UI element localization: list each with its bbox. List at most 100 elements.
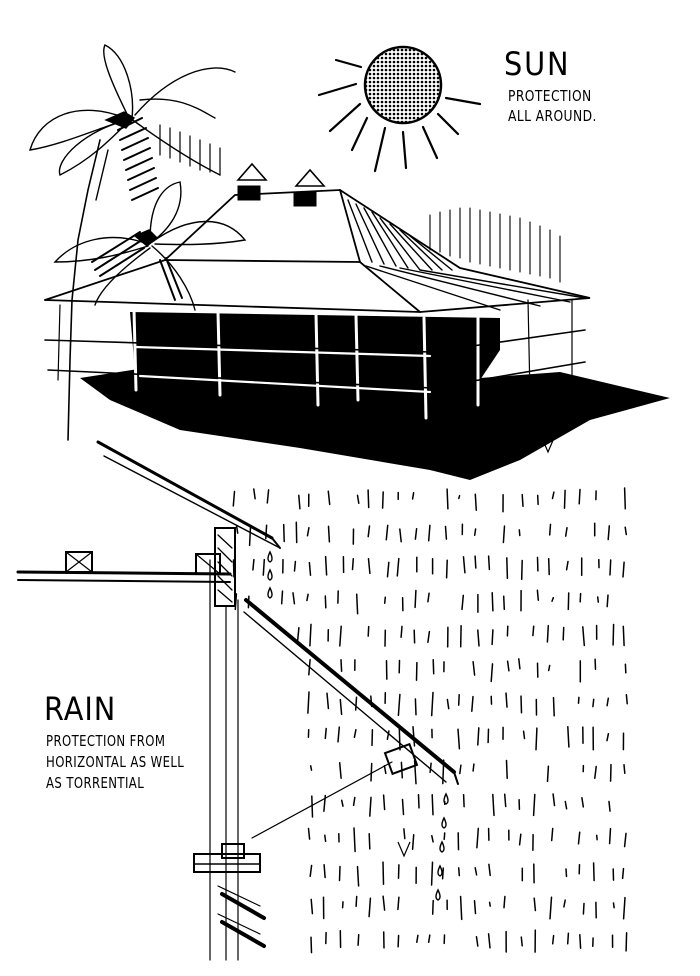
sun-title: SUN bbox=[504, 45, 571, 83]
rain-streak bbox=[577, 831, 581, 845]
rain-streak bbox=[551, 491, 555, 500]
rain-caption: PROTECTION FROM HORIZONTAL AS WELL AS TO… bbox=[46, 731, 184, 794]
rain-streak bbox=[546, 765, 550, 783]
rain-streak bbox=[338, 762, 342, 779]
rain-streak bbox=[606, 732, 610, 742]
rain-streak bbox=[609, 559, 612, 576]
rain-streak bbox=[549, 896, 553, 920]
rain-streak bbox=[623, 764, 626, 775]
rain-streak bbox=[411, 491, 415, 500]
rain-streak bbox=[354, 696, 358, 711]
rain-streak bbox=[397, 896, 400, 911]
rain-streak bbox=[566, 932, 570, 945]
rain-streak bbox=[503, 793, 507, 808]
rain-streak bbox=[356, 494, 360, 505]
rain-streak bbox=[552, 793, 556, 807]
rain-caption-line: HORIZONTAL AS WELL bbox=[46, 753, 185, 771]
rain-streak bbox=[413, 759, 417, 785]
rain-streak bbox=[596, 596, 600, 603]
rain-streak bbox=[414, 527, 418, 540]
rain-streak bbox=[532, 793, 536, 817]
rain-streak bbox=[417, 794, 420, 809]
rain-streak bbox=[401, 798, 405, 816]
rain-streak bbox=[386, 561, 390, 578]
rain-streak bbox=[355, 593, 359, 615]
rain-streak bbox=[462, 556, 466, 574]
rain-streak bbox=[311, 795, 314, 818]
rain-streak bbox=[563, 489, 566, 509]
rain-streak bbox=[612, 623, 615, 646]
rain-streak bbox=[326, 692, 330, 710]
rain-streak bbox=[340, 799, 344, 807]
rain-streak bbox=[399, 528, 402, 543]
rain-streak bbox=[427, 934, 431, 943]
rain-streak bbox=[473, 899, 477, 915]
rain-streak bbox=[310, 898, 314, 915]
rain-streak bbox=[266, 489, 270, 504]
sun-caption-line: PROTECTION bbox=[508, 87, 592, 105]
rain-streak bbox=[431, 794, 434, 816]
rain-streak bbox=[548, 523, 552, 536]
rain-streak bbox=[457, 693, 460, 706]
sun-caption-line: ALL AROUND. bbox=[508, 107, 597, 125]
rain-streak bbox=[491, 592, 494, 612]
rain-streak bbox=[324, 727, 327, 740]
rain-streak bbox=[564, 526, 568, 537]
rain-streak bbox=[356, 865, 360, 887]
rain-streak bbox=[309, 765, 313, 771]
rain-streak bbox=[457, 867, 461, 877]
rain-streak bbox=[367, 625, 370, 637]
rain-streak bbox=[475, 936, 479, 947]
rain-streak bbox=[398, 728, 401, 751]
rain-streak bbox=[353, 728, 357, 739]
rain-streak bbox=[446, 698, 450, 710]
rain-streak bbox=[547, 664, 551, 672]
rain-streak bbox=[491, 629, 494, 646]
rain-streak bbox=[411, 834, 415, 850]
rain-streak bbox=[487, 933, 491, 949]
house-sketch bbox=[44, 162, 670, 480]
rain-streak bbox=[490, 663, 494, 683]
rain-streak bbox=[357, 934, 360, 946]
rain-streak bbox=[382, 895, 386, 911]
rain-streak bbox=[622, 561, 625, 578]
rain-streak bbox=[396, 557, 400, 577]
rain-streak bbox=[427, 630, 431, 644]
rain-streak bbox=[309, 864, 313, 878]
rain-streak bbox=[594, 765, 597, 779]
rain-streak bbox=[564, 800, 568, 810]
rain-streak bbox=[622, 896, 626, 920]
rain-streak bbox=[621, 867, 625, 880]
rain-streak bbox=[445, 559, 448, 579]
rain-streak bbox=[282, 523, 285, 543]
rain-streak bbox=[488, 901, 491, 907]
water-drops bbox=[267, 437, 555, 901]
rain-streaks bbox=[232, 487, 628, 954]
rain-streak bbox=[355, 895, 358, 908]
rain-streak bbox=[324, 595, 327, 609]
rain-streak bbox=[308, 561, 312, 576]
rain-streak bbox=[505, 692, 508, 708]
rain-streak bbox=[625, 932, 628, 952]
rain-streak bbox=[551, 934, 555, 945]
rain-streak bbox=[235, 524, 239, 534]
rain-streak bbox=[382, 861, 385, 885]
rain-streak bbox=[296, 626, 300, 641]
rain-streak bbox=[397, 693, 401, 717]
rain-streak bbox=[383, 596, 387, 604]
rain-streak bbox=[367, 525, 371, 538]
rain-streak bbox=[324, 834, 327, 843]
rain-streak bbox=[474, 493, 478, 511]
rain-streak bbox=[459, 764, 462, 775]
rain-streak bbox=[622, 625, 625, 647]
rain-streak bbox=[367, 558, 371, 575]
rain-streak bbox=[578, 488, 581, 505]
rain-streak bbox=[461, 594, 465, 611]
rain-streak bbox=[383, 765, 387, 775]
rain-streak bbox=[262, 558, 266, 576]
rain-streak bbox=[459, 895, 463, 921]
rain-streak bbox=[474, 867, 478, 876]
rain-streak bbox=[522, 730, 526, 740]
rain-streak bbox=[431, 834, 434, 843]
rain-streak bbox=[503, 895, 506, 909]
